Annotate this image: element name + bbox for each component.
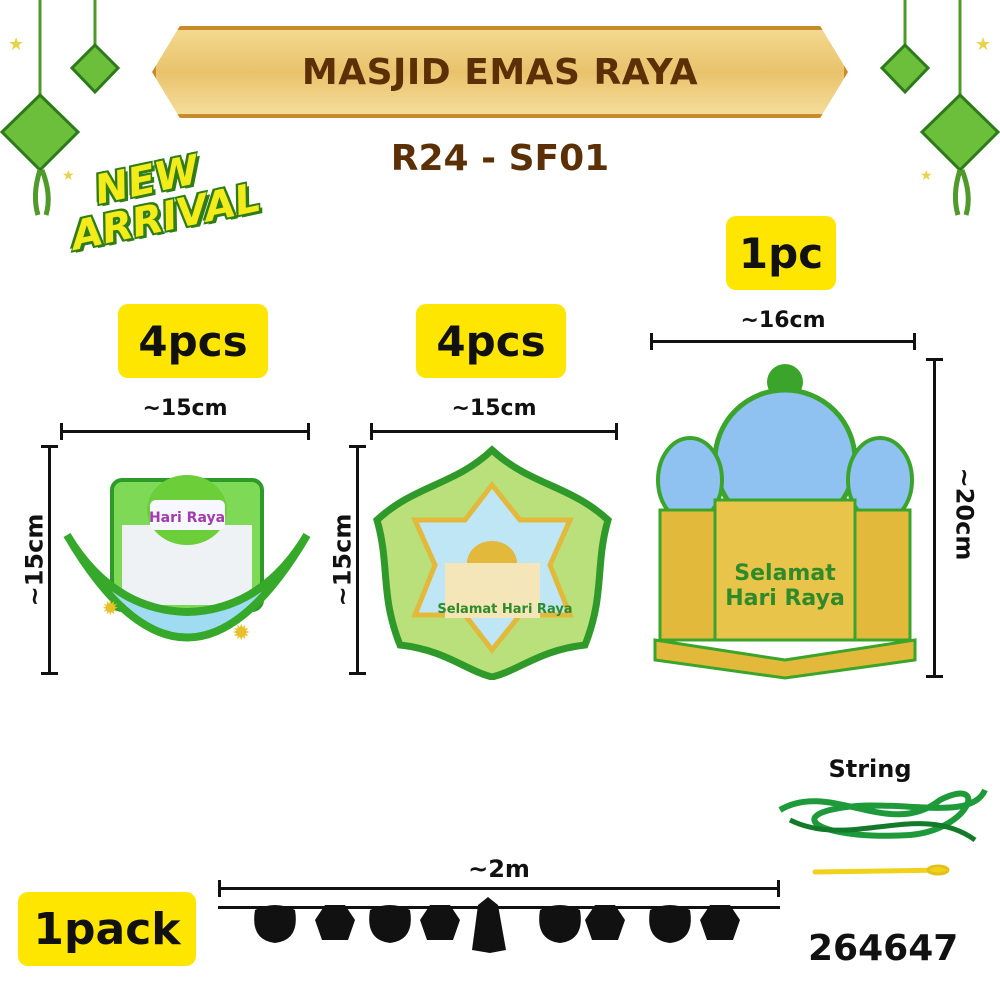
svg-text:Selamat Hari Raya: Selamat Hari Raya [437, 602, 572, 617]
item-3-quantity-badge: 1pc [726, 216, 836, 290]
item-3-width-line [650, 333, 916, 350]
svg-text:Selamat: Selamat [734, 561, 836, 586]
ribbon-string-image [778, 788, 988, 876]
item-2-quantity-badge: 4pcs [416, 304, 566, 378]
bunting-string [218, 906, 780, 909]
item-1-width-label: ~15cm [142, 396, 228, 421]
star-mosque-decoration: Selamat Hari Raya [373, 445, 612, 680]
bunting-silhouette [254, 897, 740, 953]
ketupat-decoration-left: ★★ [0, 0, 120, 216]
item-3-height-label: ~20cm [950, 467, 979, 561]
product-number: 264647 [808, 928, 959, 969]
string-label: String [828, 755, 912, 783]
item-3-width-label: ~16cm [740, 308, 826, 333]
svg-text:★: ★ [62, 168, 75, 184]
product-code: R24 - SF01 [390, 138, 610, 179]
svg-text:★: ★ [8, 34, 24, 55]
bunting-length-label: ~2m [468, 855, 530, 883]
title-banner: MASJID EMAS RAYA [152, 26, 848, 118]
item-1-height-label: ~15cm [20, 513, 49, 607]
crescent-mosque-decoration: Hari Raya ✹ ✹ [63, 475, 311, 646]
svg-text:Hari Raya: Hari Raya [725, 586, 845, 611]
svg-text:★: ★ [920, 168, 933, 184]
item-2-width-line [370, 423, 618, 440]
product-title: MASJID EMAS RAYA [301, 51, 699, 93]
ketupat-decoration-right: ★★ [880, 0, 1000, 216]
item-1-quantity-badge: 4pcs [118, 304, 268, 378]
bunting-length-line [218, 880, 780, 897]
item-2-width-label: ~15cm [451, 396, 537, 421]
item-2-height-line [349, 445, 366, 675]
item-2-height-label: ~15cm [328, 513, 357, 607]
item-1-height-line [41, 445, 58, 675]
item-1-width-line [60, 423, 310, 440]
svg-text:★: ★ [975, 34, 991, 55]
svg-text:✹: ✹ [232, 621, 250, 646]
golden-mosque-decoration: Selamat Hari Raya [653, 364, 917, 680]
item-3-height-line [926, 358, 943, 678]
bunting-quantity-badge: 1pack [18, 892, 196, 966]
svg-text:Hari Raya: Hari Raya [149, 510, 225, 526]
svg-text:✹: ✹ [102, 596, 119, 620]
